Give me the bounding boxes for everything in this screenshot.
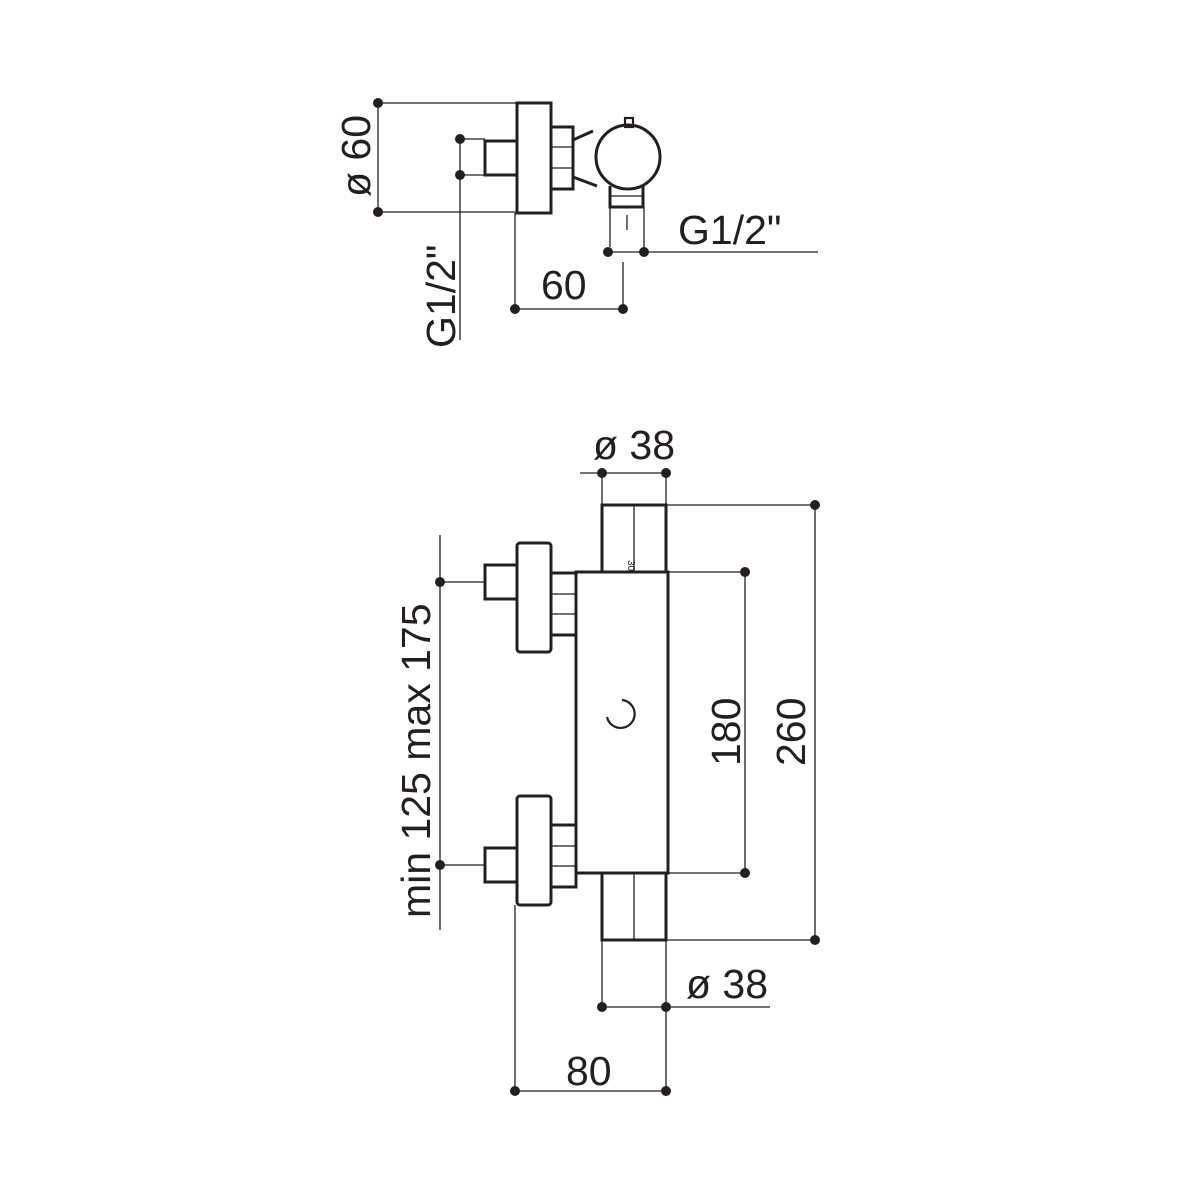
- side-round-body: [594, 123, 662, 191]
- front-dim-top-diameter: ø 38: [593, 422, 675, 468]
- front-dim-body-height: 180: [703, 698, 749, 766]
- front-indicator-mark: [605, 698, 636, 730]
- side-connector: [572, 129, 598, 188]
- side-dim-diameter: ø 60: [333, 115, 379, 197]
- side-dim-depth: 60: [541, 262, 587, 308]
- front-lower-stub: [483, 846, 519, 884]
- front-dim-bottom-diameter: ø 38: [686, 961, 768, 1007]
- side-escutcheon: [515, 101, 553, 215]
- front-lower-escutcheon: [515, 794, 553, 907]
- front-dim-inlet-spacing: min 125 max 175: [393, 603, 439, 918]
- side-dim-inlet-thread: G1/2": [418, 245, 464, 348]
- front-upper-stub: [483, 563, 519, 601]
- side-view: ø 60 G1/2" G1/2" 60: [333, 98, 818, 348]
- front-upper-escutcheon: [515, 541, 553, 654]
- side-dim-outlet-thread: G1/2": [678, 207, 781, 253]
- front-dim-projection: 80: [566, 1048, 612, 1094]
- front-view: 30 ø 38 ø 38: [393, 422, 820, 1096]
- front-upper-nut: [549, 571, 578, 637]
- side-hex-nut: [549, 125, 575, 191]
- front-dim-total-height: 260: [768, 698, 814, 766]
- front-main-body: [574, 570, 670, 875]
- front-knob-scale: 30: [625, 560, 636, 572]
- side-inlet-stub: [483, 139, 519, 177]
- front-lower-nut: [549, 823, 578, 889]
